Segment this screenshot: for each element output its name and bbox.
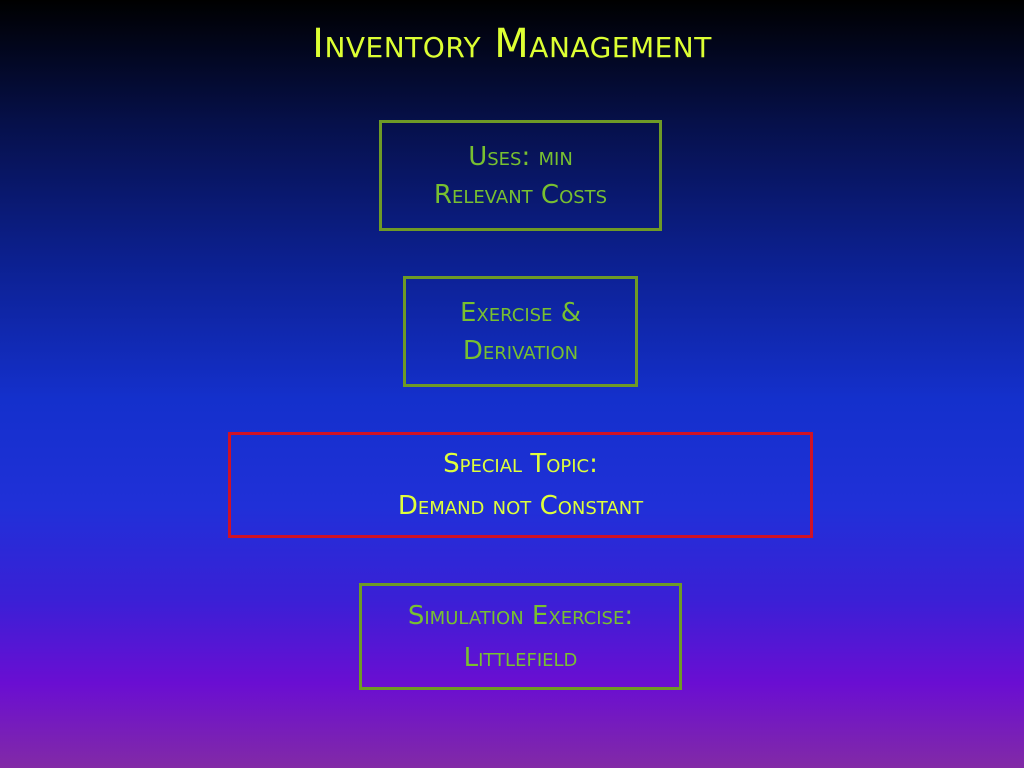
topic-box-line: Special Topic:: [443, 449, 598, 479]
topic-box-relevant-costs: Uses: min Relevant Costs: [379, 120, 662, 231]
topic-box-line: Exercise &: [460, 297, 581, 328]
topic-box-line: Littlefield: [463, 642, 578, 673]
topic-box-line: Demand not Constant: [397, 491, 644, 521]
topic-box-line: Uses: min: [468, 141, 573, 172]
topic-box-line: Derivation: [462, 335, 579, 366]
slide-title: Inventory Management: [312, 21, 712, 67]
topic-box-line: Relevant Costs: [433, 179, 608, 210]
topic-box-line: Simulation Exercise:: [407, 600, 634, 631]
topic-box-exercise-derivation: Exercise & Derivation: [403, 276, 638, 387]
topic-box-special-topic: Special Topic: Demand not Constant: [228, 432, 813, 538]
topic-box-simulation-exercise: Simulation Exercise: Littlefield: [359, 583, 682, 690]
